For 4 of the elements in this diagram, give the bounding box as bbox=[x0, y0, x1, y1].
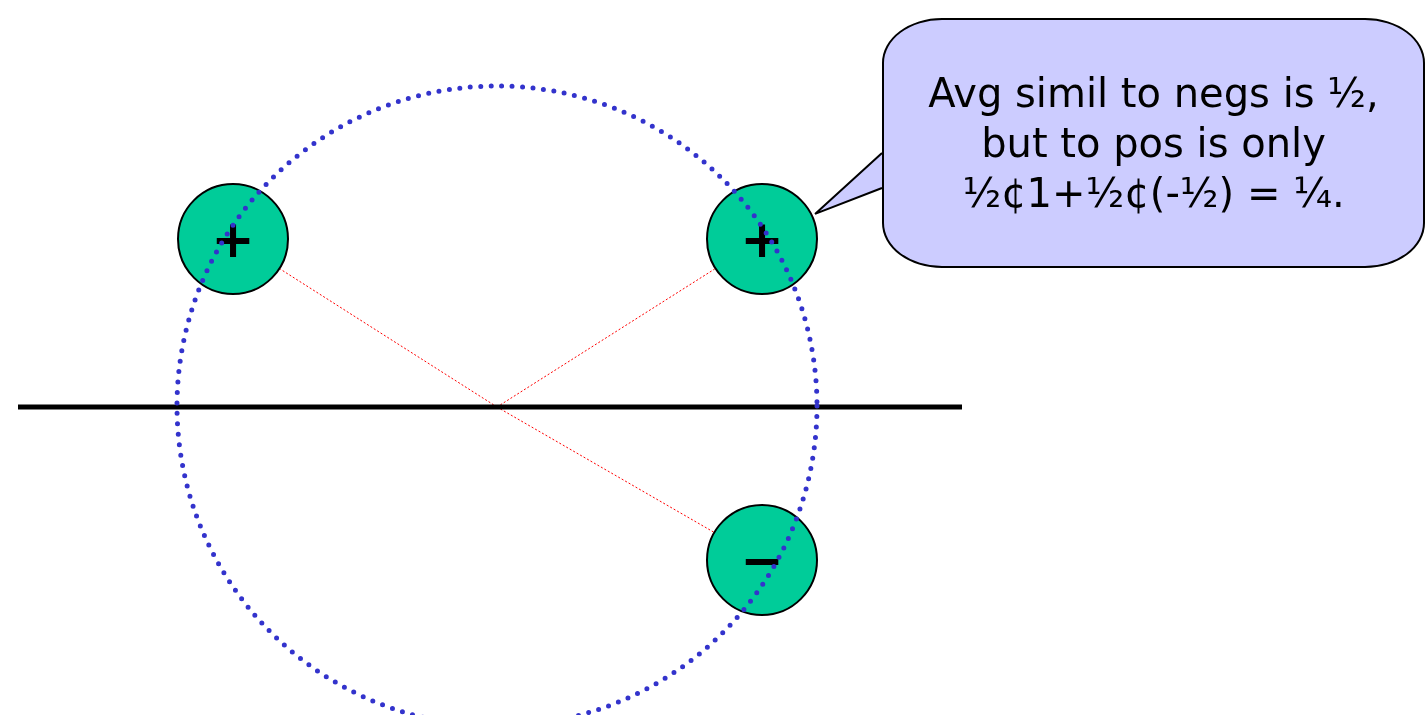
speech-bubble bbox=[882, 18, 1425, 268]
callout-pointer bbox=[814, 152, 883, 215]
class-sign: − bbox=[740, 534, 784, 586]
callout-text: Avg simil to negs is ½, but to pos is only ½¢1+½¢(-½) = ¼. bbox=[927, 69, 1380, 218]
